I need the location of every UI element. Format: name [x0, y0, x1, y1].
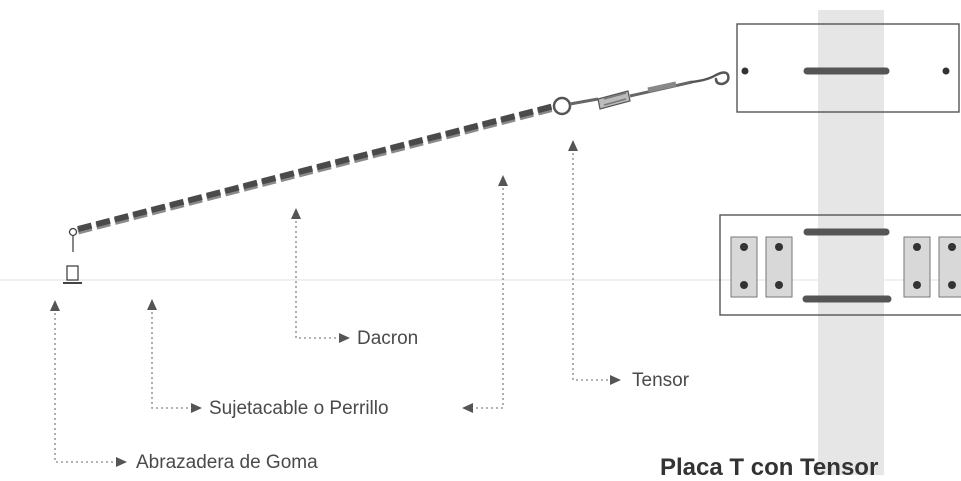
- dacron-line-shadow: [77, 104, 555, 235]
- dacron-line: [77, 103, 555, 232]
- label-sujetacable: Sujetacable o Perrillo: [209, 398, 389, 419]
- leader-sujetacable-right: [471, 184, 504, 409]
- label-dacron: Dacron: [357, 328, 419, 349]
- label-tensor: Tensor: [632, 370, 690, 391]
- leader-dacron: [295, 216, 341, 339]
- label-abrazadera: Abrazadera de Goma: [136, 452, 318, 473]
- arrow-right: [339, 333, 350, 343]
- leader-sujetacable: [151, 307, 193, 409]
- plate-hole: [942, 67, 950, 75]
- turnbuckle: [552, 71, 730, 116]
- clip-ring: [68, 227, 78, 237]
- leader-abrazadera: [54, 308, 118, 463]
- bracket: [938, 236, 961, 298]
- diagram-title: Placa T con Tensor: [660, 454, 879, 481]
- upper-plate: [736, 23, 960, 113]
- lower-plate: [719, 214, 961, 316]
- pole: [818, 10, 884, 475]
- leader-tensor: [572, 148, 612, 381]
- plate-hole: [741, 67, 749, 75]
- rubber-clamp: [63, 265, 82, 284]
- arrow-up: [291, 208, 301, 219]
